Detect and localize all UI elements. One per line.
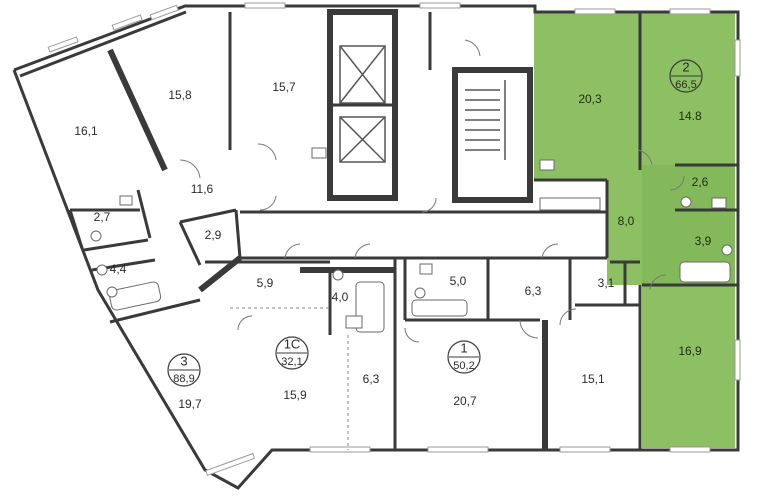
room-area-15-7: 15,7 bbox=[272, 80, 296, 94]
interior-walls bbox=[68, 9, 738, 450]
apartment-total-area: 66,5 bbox=[675, 79, 696, 91]
room-area-11-6: 11,6 bbox=[191, 182, 214, 196]
room-area-5-0: 5,0 bbox=[450, 274, 467, 288]
room-area-16-9: 16,9 bbox=[678, 344, 702, 358]
apartment-badge-1c[interactable]: 1С 32,1 bbox=[275, 336, 309, 370]
room-area-15-9: 15,9 bbox=[283, 388, 307, 402]
windows bbox=[47, 2, 741, 477]
room-area-19-7: 19,7 bbox=[178, 397, 202, 411]
room-area-4-0: 4,0 bbox=[332, 290, 349, 304]
room-area-6-3a: 6,3 bbox=[363, 372, 380, 386]
room-area-6-3b: 6,3 bbox=[525, 284, 542, 298]
apartment-total-area: 50,2 bbox=[453, 360, 474, 372]
apartment-number: 2 bbox=[682, 59, 689, 74]
apartment-badge-1[interactable]: 1 50,2 bbox=[447, 340, 481, 374]
room-area-3-1: 3,1 bbox=[598, 276, 615, 290]
room-area-16-1: 16,1 bbox=[74, 124, 98, 138]
room-area-5-9: 5,9 bbox=[257, 276, 274, 290]
room-area-3-9: 3,9 bbox=[695, 234, 712, 248]
fixtures bbox=[90, 147, 733, 329]
apartment-number: 1С bbox=[284, 336, 301, 351]
doors bbox=[179, 39, 685, 343]
apartment-badge-3[interactable]: 3 88,9 bbox=[167, 353, 201, 387]
outer-walls bbox=[12, 4, 740, 490]
apartment-badge-2[interactable]: 2 66,5 bbox=[669, 59, 703, 93]
room-area-2-9: 2,9 bbox=[205, 228, 222, 242]
apartment-2-highlight[interactable] bbox=[534, 12, 735, 448]
room-area-15-1: 15,1 bbox=[581, 372, 605, 386]
room-area-15-8: 15,8 bbox=[168, 88, 192, 102]
apartment-total-area: 88,9 bbox=[173, 373, 194, 385]
room-labels: 16,1 15,8 15,7 11,6 2,7 2,9 4,4 19,7 5,9… bbox=[74, 80, 711, 411]
room-area-20-3: 20,3 bbox=[578, 92, 602, 106]
apartment-number: 3 bbox=[180, 353, 187, 368]
room-area-2-7: 2,7 bbox=[94, 210, 111, 224]
room-area-14-8: 14.8 bbox=[678, 109, 702, 123]
apartment-total-area: 32,1 bbox=[281, 356, 302, 368]
room-area-8-0: 8,0 bbox=[618, 214, 635, 228]
room-area-2-6: 2,6 bbox=[692, 175, 709, 189]
apartment-number: 1 bbox=[460, 340, 467, 355]
room-area-20-7: 20,7 bbox=[453, 394, 477, 408]
room-area-4-4: 4,4 bbox=[110, 262, 127, 276]
